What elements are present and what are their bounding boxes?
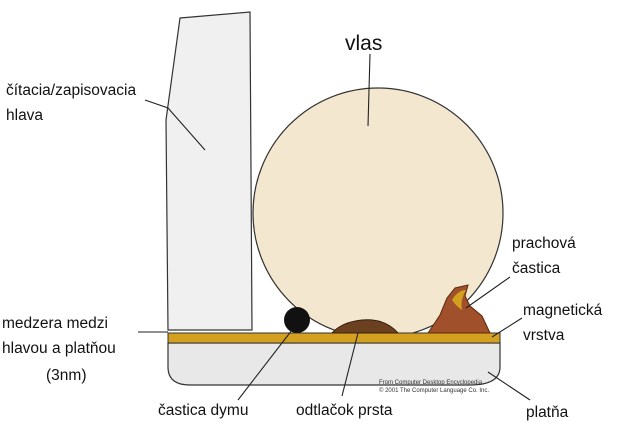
platter — [167, 342, 501, 386]
magnetic-label-line1: magnetická — [523, 302, 603, 319]
platter-leader-line — [487, 371, 531, 401]
credit-line2: © 2001 The Computer Language Co. Inc. — [379, 387, 489, 394]
head-leader-line — [144, 99, 206, 151]
platter-label: platňa — [526, 404, 569, 421]
magnetic-layer — [167, 332, 501, 344]
hair-leader-line — [367, 53, 371, 127]
smoke-particle — [284, 307, 310, 333]
dust-label-line2: častica — [512, 260, 561, 277]
gap-label-line3: (3nm) — [46, 367, 86, 384]
fingerprint-leader-line — [341, 332, 359, 397]
gap-label-line1: medzera medzi — [2, 315, 108, 332]
head-label-line1: čítacia/zapisovacia — [6, 82, 136, 99]
fingerprint-mark — [330, 319, 400, 334]
dust-leader-line — [465, 276, 511, 309]
hair-label: vlas — [345, 32, 382, 55]
dust-label-line1: prachová — [512, 235, 576, 252]
credit-line1: From Computer Desktop Encyclopedia — [379, 380, 483, 386]
gap-label-line2: hlavou a platňou — [2, 340, 116, 357]
magnetic-leader-line — [491, 317, 523, 338]
magnetic-label-line2: vrstva — [523, 327, 565, 344]
head-label-line2: hlava — [6, 107, 43, 124]
dust-particle — [427, 284, 491, 334]
read-write-head — [165, 11, 253, 331]
dust-particle-highlight — [452, 290, 466, 310]
smoke-label: častica dymu — [158, 402, 248, 419]
smoke-leader-line — [237, 329, 293, 401]
fingerprint-label: odtlačok prsta — [296, 402, 393, 419]
